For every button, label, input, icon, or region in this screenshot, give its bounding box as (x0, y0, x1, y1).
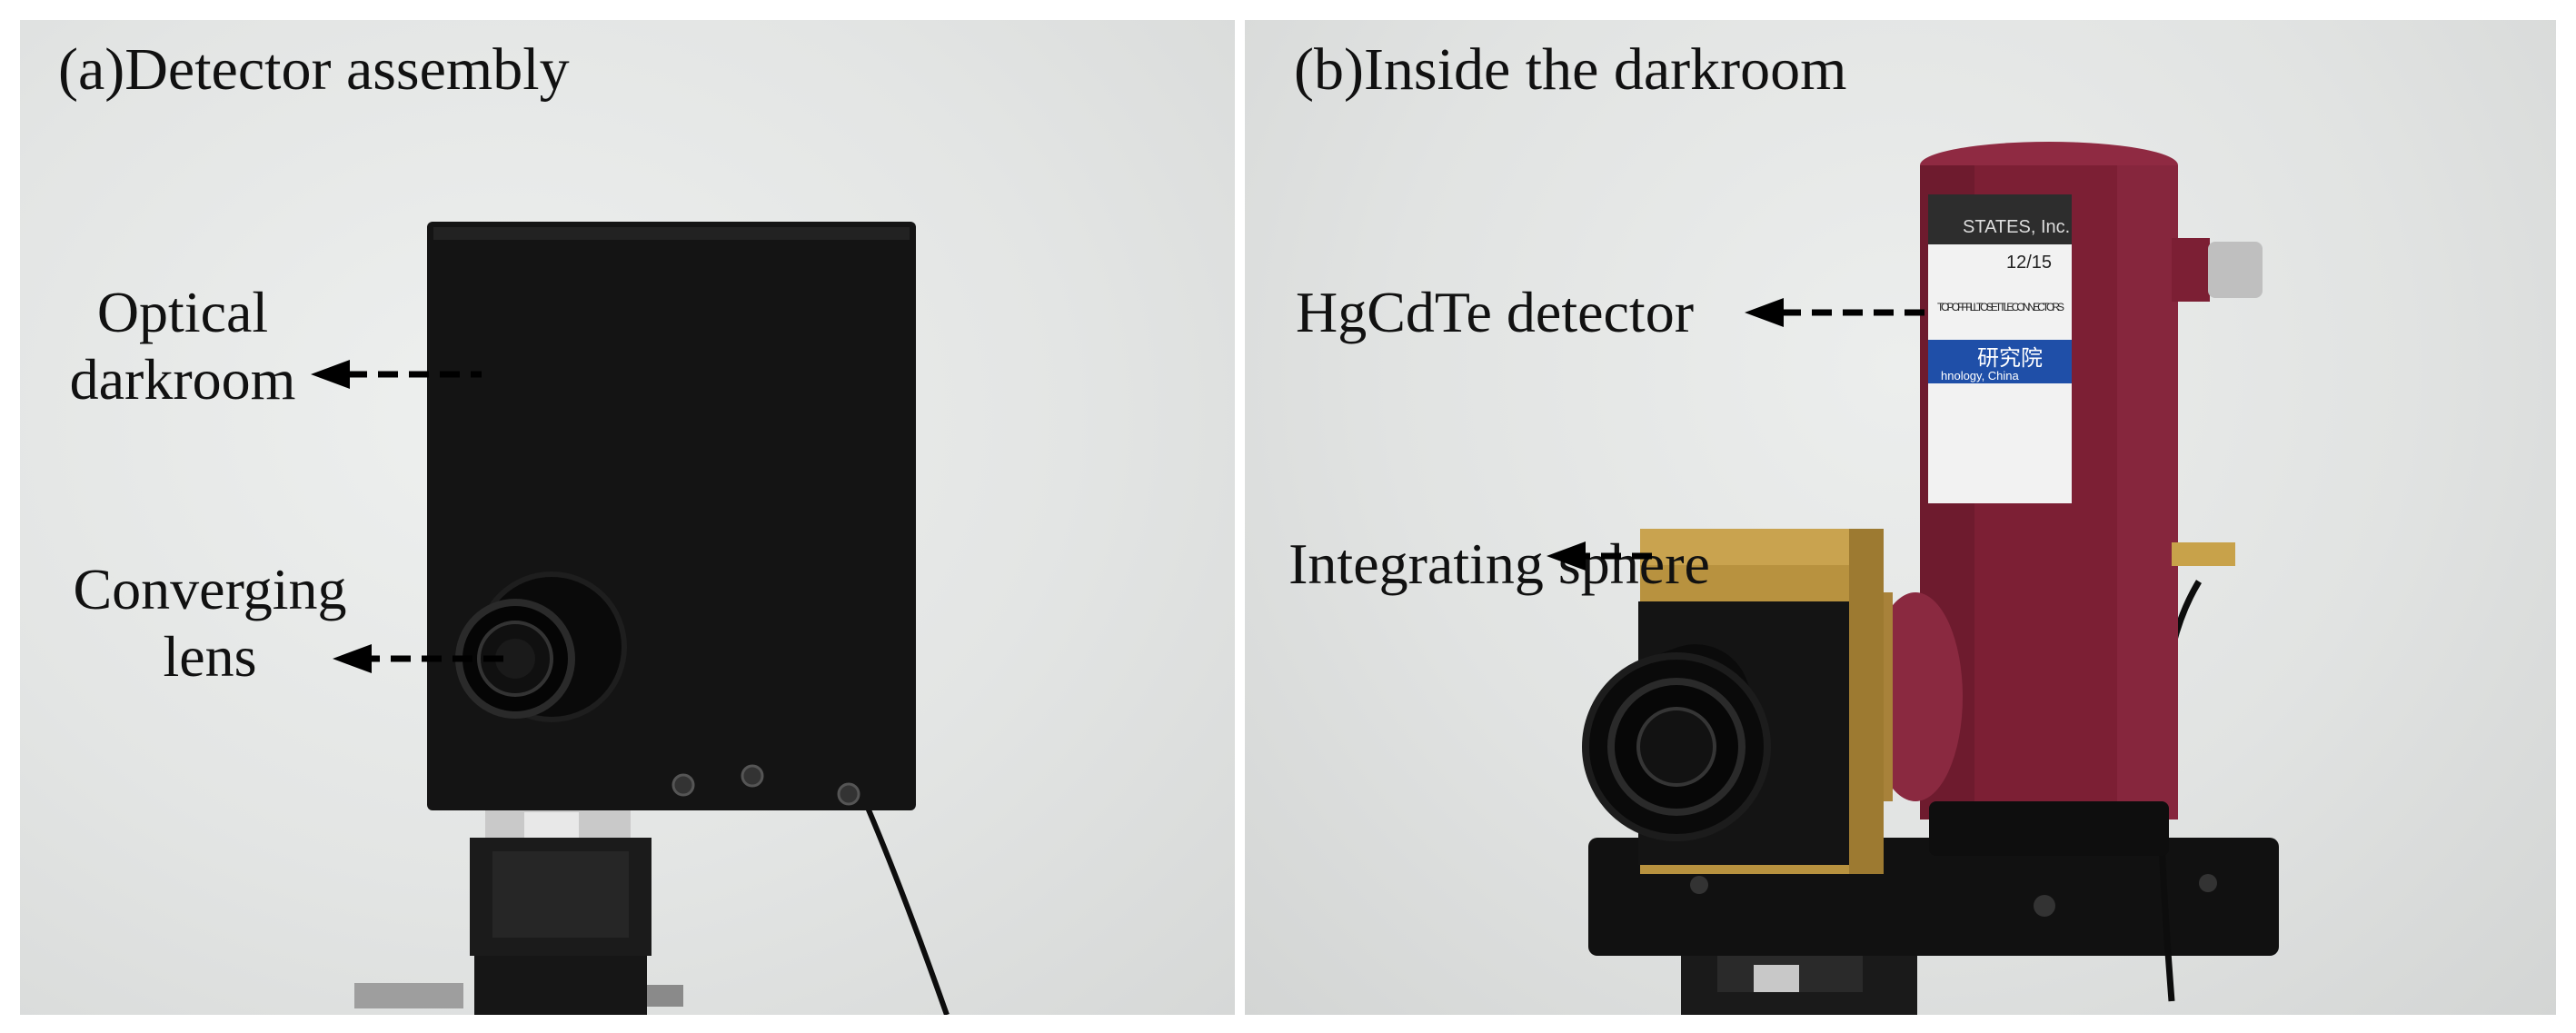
arrow-to-sphere (1547, 541, 1652, 571)
arrow-to-darkroom (311, 360, 482, 389)
panel-a-title: (a)Detector assembly (58, 36, 570, 103)
screw (671, 773, 695, 797)
sticker-date: 12/15 (2006, 253, 2052, 273)
signal-cable (862, 800, 950, 1015)
label-hgcdte-detector: HgCdTe detector (1295, 280, 1695, 344)
optical-darkroom-box (427, 222, 916, 810)
label-optical-darkroom: Optical darkroom (69, 280, 296, 412)
screw (837, 782, 860, 806)
arrow-to-detector (1745, 298, 1925, 327)
darkroom-interior-photo: STATES, Inc. 12/15 TOP OFF FILL TO SETTL… (1582, 142, 2279, 1015)
panel-inside-darkroom: STATES, Inc. 12/15 TOP OFF FILL TO SETTL… (1245, 20, 2556, 1015)
sticker-institute: 研究院 (1977, 345, 2043, 371)
sticker-maker: STATES, Inc. (1963, 217, 2070, 237)
label-converging-lens: Converging lens (73, 557, 347, 689)
panel-detector-assembly: (a)Detector assembly Optical darkroom Co… (20, 20, 1235, 1015)
converging-lens (455, 571, 627, 722)
arrow-to-lens (333, 644, 503, 673)
sticker-org-line: hnology, China (1941, 369, 2020, 382)
detector-assembly-photo (354, 222, 950, 1015)
translation-stage (354, 800, 683, 1015)
label-integrating-sphere: Integrating sphere (1288, 531, 1710, 596)
hgcdte-detector (1920, 142, 2263, 856)
sphere-lens (1582, 644, 1771, 841)
panel-b-title: (b)Inside the darkroom (1294, 36, 1847, 103)
screw (741, 764, 764, 788)
sticker-warning: TOP OFF FILL TO SETTLE CONNECTORS (1937, 301, 2064, 313)
